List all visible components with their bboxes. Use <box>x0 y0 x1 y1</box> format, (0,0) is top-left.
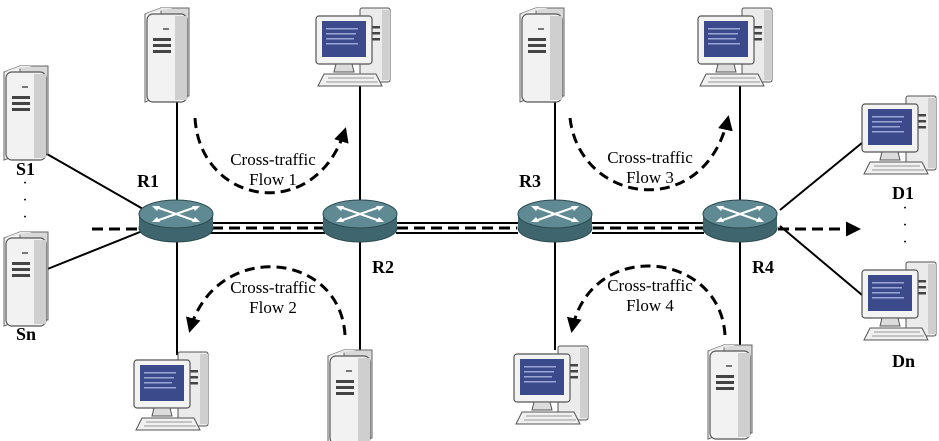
flow-label-3-line2: Flow 3 <box>626 168 674 187</box>
server-icon <box>144 7 190 103</box>
cross-traffic-flow-3-arrow <box>568 115 733 192</box>
flow-label-1-line1: Cross-traffic <box>230 150 316 169</box>
workstation-icon <box>861 261 937 341</box>
source-ellipsis: · · · <box>22 175 28 226</box>
source-label-last: Sn <box>16 324 37 344</box>
flow-label-1: Cross-traffic Flow 1 <box>213 150 333 190</box>
link-sn-r1 <box>39 227 151 273</box>
link-s1-r1 <box>39 149 151 214</box>
router-icon-r1 <box>137 198 215 244</box>
router-icon-r3 <box>516 198 594 244</box>
flow-label-2-line2: Flow 2 <box>249 298 297 317</box>
flow-label-3: Cross-traffic Flow 3 <box>590 148 710 188</box>
flow-label-3-line1: Cross-traffic <box>607 148 693 167</box>
server-icon <box>3 65 49 161</box>
workstation-icon <box>133 351 209 431</box>
link-r4-d1 <box>779 137 869 211</box>
flow-label-4-line1: Cross-traffic <box>607 276 693 295</box>
destination-label-first: D1 <box>892 183 914 203</box>
router-label-r1: R1 <box>137 171 159 191</box>
workstation-icon <box>861 95 937 175</box>
server-icon <box>327 349 373 441</box>
router-label-r2: R2 <box>372 257 394 277</box>
server-icon <box>519 7 565 103</box>
workstation-icon <box>315 7 391 87</box>
router-label-r3: R3 <box>519 171 541 191</box>
flow-label-2-line1: Cross-traffic <box>230 278 316 297</box>
server-icon <box>707 344 753 440</box>
workstation-icon <box>513 345 589 425</box>
main-flow-dashed <box>92 221 861 237</box>
links <box>39 85 869 355</box>
destination-ellipsis: · · · <box>902 200 908 251</box>
source-label-first: S1 <box>16 159 36 179</box>
destination-label-last: Dn <box>892 351 916 371</box>
workstation-icon <box>697 7 773 87</box>
link-r4-dn <box>779 225 869 301</box>
flow-label-1-line2: Flow 1 <box>249 170 297 189</box>
flow-label-4-line2: Flow 4 <box>626 296 674 315</box>
router-icon-r4 <box>701 198 779 244</box>
flow-label-4: Cross-traffic Flow 4 <box>590 276 710 316</box>
router-icon-r2 <box>321 198 399 244</box>
flow-label-2: Cross-traffic Flow 2 <box>213 278 333 318</box>
router-label-r4: R4 <box>752 257 774 277</box>
server-icon <box>3 231 49 327</box>
